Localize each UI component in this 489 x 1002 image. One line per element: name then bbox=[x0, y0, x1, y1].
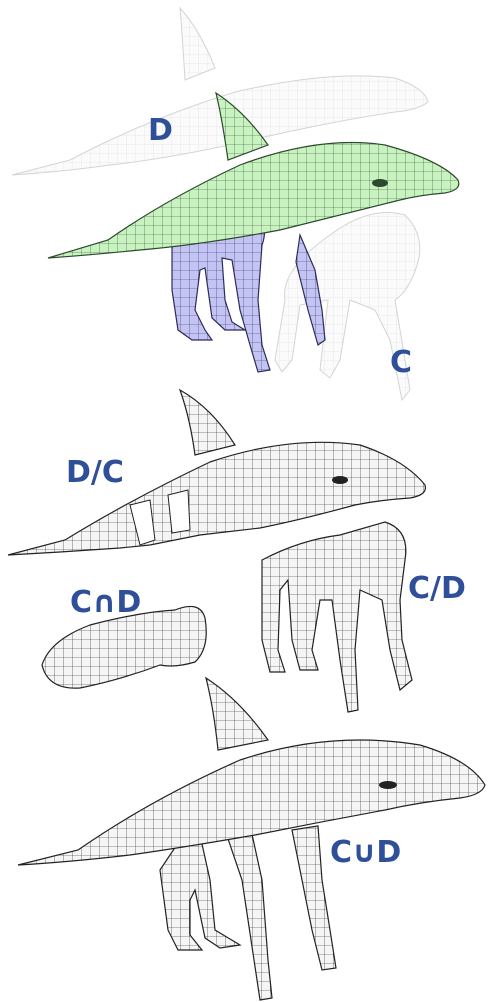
dolphin-eye-icon bbox=[332, 476, 348, 484]
label-c-minus-d: C/D bbox=[408, 571, 466, 606]
label-d: D bbox=[148, 113, 173, 148]
dolphin-eye-icon bbox=[372, 179, 388, 187]
chimp-union-dolphin bbox=[18, 678, 485, 1000]
label-c-union-d: C∪D bbox=[330, 835, 401, 870]
label-c-intersect-d: C∩D bbox=[70, 585, 141, 620]
chimp-minus-dolphin bbox=[262, 522, 412, 712]
label-c: C bbox=[390, 345, 412, 380]
dolphin-eye-icon bbox=[379, 781, 397, 789]
label-d-minus-c: D/C bbox=[66, 455, 124, 490]
